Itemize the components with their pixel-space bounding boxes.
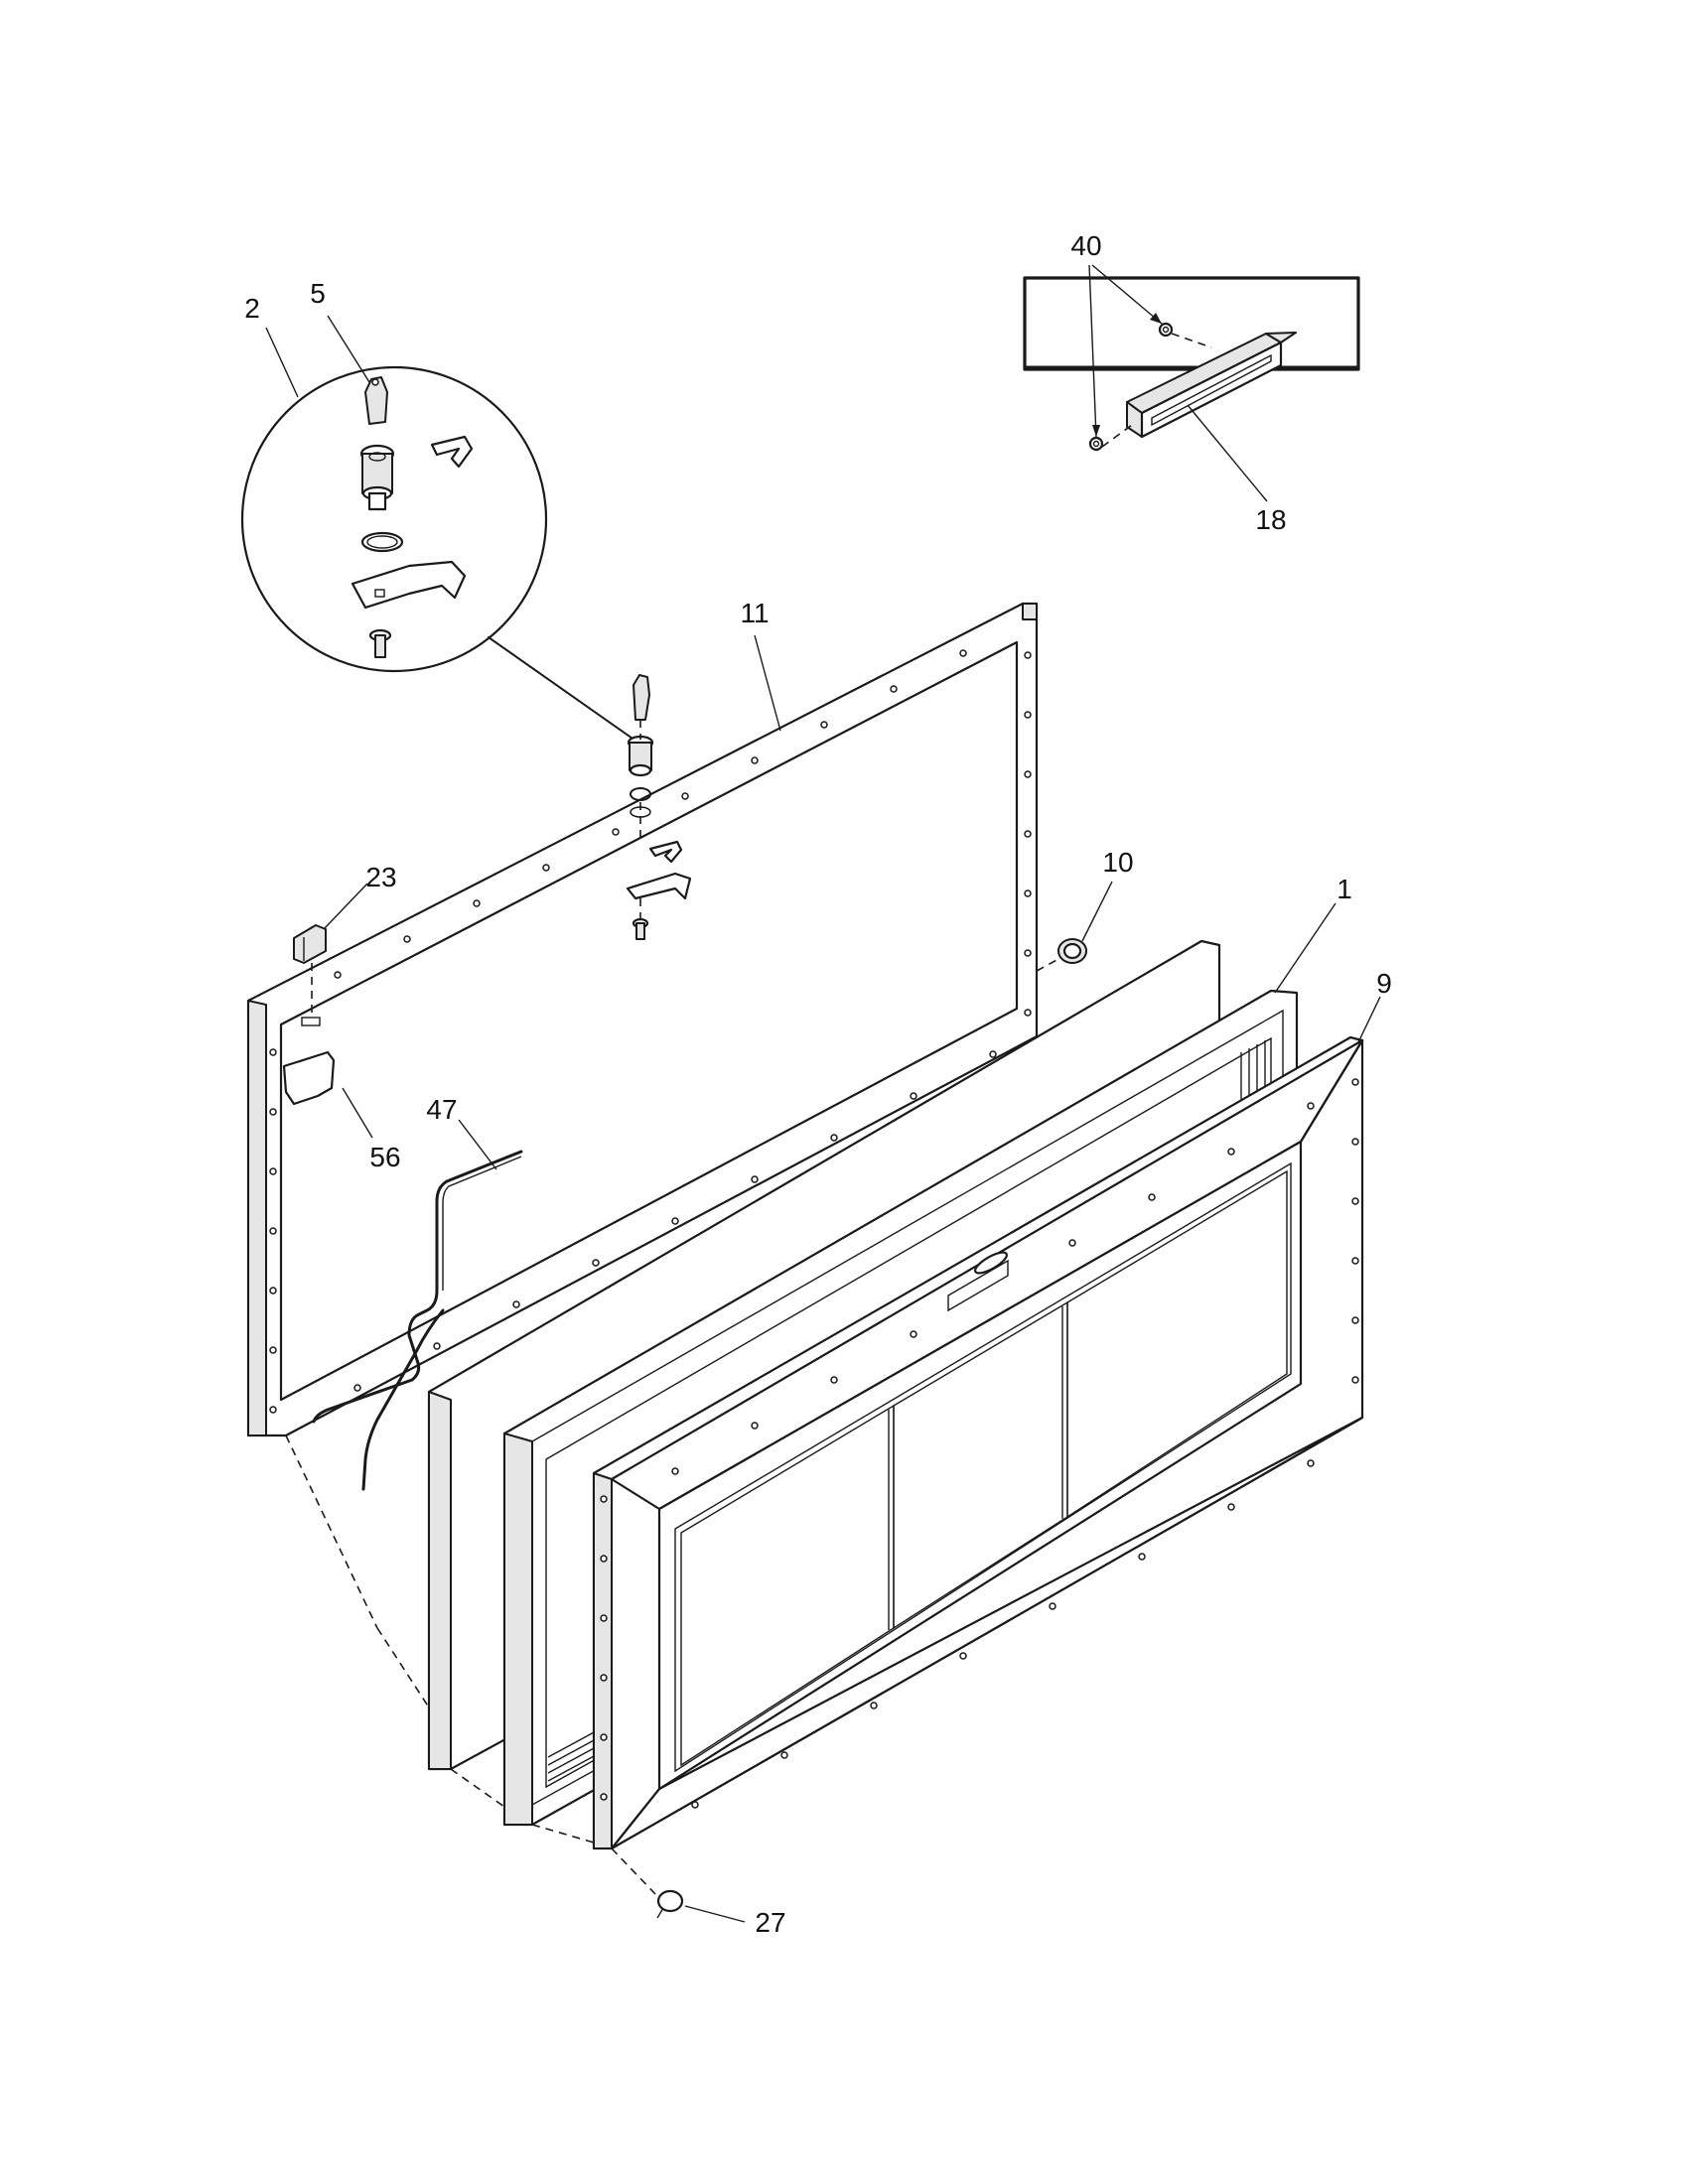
nut-40a <box>1088 436 1104 452</box>
liner-rail-holes <box>269 649 1032 1414</box>
callout-2: 2 <box>244 293 260 324</box>
hinge-clip-23 <box>293 883 368 1026</box>
leader-9 <box>1357 996 1381 1043</box>
window-panes <box>680 1169 1288 1767</box>
lock-detail-circle <box>240 365 636 742</box>
callout-5: 5 <box>310 278 326 309</box>
leader-5 <box>327 315 370 383</box>
inner-liner-frame-11 <box>246 602 1039 1437</box>
callout-27: 27 <box>755 1907 785 1938</box>
callout-40: 40 <box>1070 230 1101 261</box>
heater-wire-47 <box>312 1119 523 1491</box>
lock-assembly <box>626 674 692 940</box>
callout-56: 56 <box>369 1142 400 1172</box>
leader-1 <box>1274 902 1336 994</box>
leader-2 <box>265 327 299 398</box>
bracket-56 <box>282 1050 373 1139</box>
callout-23: 23 <box>365 862 396 892</box>
handle-part-18 <box>1126 332 1297 439</box>
callout-11: 11 <box>740 598 769 628</box>
bumper-10 <box>1036 881 1113 972</box>
screw-27 <box>656 1889 746 1923</box>
grille-lower <box>547 1730 597 1782</box>
callout-9: 9 <box>1376 968 1392 999</box>
outer-door-frame-9 <box>592 1035 1364 1850</box>
callout-10: 10 <box>1102 847 1133 878</box>
callout-47: 47 <box>426 1094 457 1125</box>
callout-18: 18 <box>1255 504 1286 535</box>
handle-inset <box>1023 264 1360 502</box>
leader-11 <box>754 634 781 732</box>
callout-1: 1 <box>1336 874 1352 904</box>
nut-40b <box>1158 322 1174 338</box>
frame-holes <box>600 1078 1359 1809</box>
